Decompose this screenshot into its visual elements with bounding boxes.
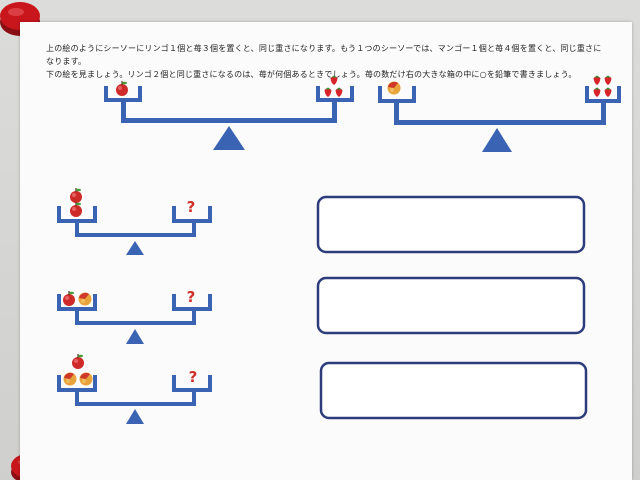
answer-box-1[interactable]: [316, 195, 586, 254]
strawberry-icon: [335, 87, 343, 97]
mango-icon: [387, 81, 401, 95]
instructions-text: 上の絵のようにシーソーにリンゴ１個と苺３個を置くと、同じ重さになります。もう１つ…: [46, 42, 606, 81]
question-mark-2: ?: [187, 288, 196, 306]
strawberry-icon: [604, 87, 612, 97]
question-mark-3: ?: [189, 368, 198, 386]
apple-icon: [116, 81, 128, 96]
seesaw-beam: [75, 402, 196, 406]
puzzle-seesaw-3: [57, 354, 212, 424]
question-mark-1: ?: [187, 198, 196, 216]
strawberry-icon: [604, 75, 612, 85]
seesaw-beam: [75, 233, 196, 237]
answer-box-2[interactable]: [316, 276, 586, 335]
apple-icon: [70, 202, 82, 217]
mango-icon: [78, 292, 92, 306]
seesaw-beam: [75, 321, 196, 325]
answer-box-3[interactable]: [319, 361, 588, 420]
fulcrum-triangle: [126, 241, 144, 255]
strawberry-icon: [593, 87, 601, 97]
apple-icon: [63, 291, 75, 306]
mango-icon: [79, 372, 93, 386]
instructions-line-1: 上の絵のようにシーソーにリンゴ１個と苺３個を置くと、同じ重さになります。もう１つ…: [46, 44, 602, 66]
puzzle-seesaw-2: [57, 291, 212, 344]
fulcrum-triangle: [213, 126, 245, 150]
instructions-line-2: 下の絵を見ましょう。リンゴ２個と同じ重さになるのは、苺が何個あるときでしょう。苺…: [46, 70, 577, 79]
apple-icon: [72, 354, 84, 369]
puzzle-seesaw-1: [57, 188, 212, 255]
fulcrum-triangle: [482, 128, 512, 152]
strawberry-icon: [593, 75, 601, 85]
seesaw-apple-vs-strawberries: [104, 75, 354, 150]
fulcrum-triangle: [126, 329, 144, 344]
seesaw-beam: [394, 120, 606, 125]
strawberry-icon: [330, 75, 338, 85]
seesaw-mango-vs-strawberries: [378, 75, 621, 152]
seesaw-beam: [121, 118, 337, 123]
apple-icon: [70, 188, 82, 203]
mango-icon: [63, 372, 77, 386]
strawberry-icon: [324, 87, 332, 97]
fulcrum-triangle: [126, 409, 144, 424]
